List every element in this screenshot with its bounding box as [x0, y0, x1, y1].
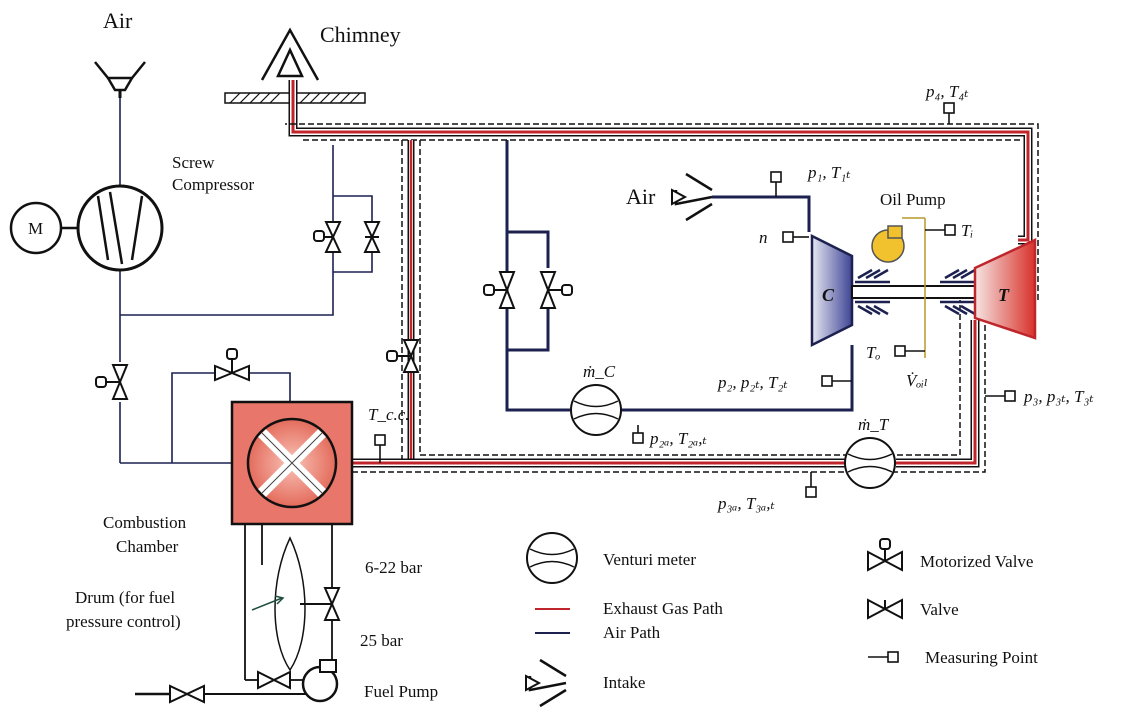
- drum-label-1: Drum (for fuel: [75, 588, 175, 607]
- combustion-label-2: Chamber: [116, 537, 179, 556]
- valve-icon: [257, 670, 291, 690]
- legend-measuring-point-label: Measuring Point: [925, 648, 1038, 667]
- valve-icon: [169, 684, 205, 704]
- measuring-points: [374, 102, 1016, 498]
- legend-valve-label: Valve: [920, 600, 959, 619]
- screw-label-1: Screw: [172, 153, 215, 172]
- shaft: [851, 268, 978, 316]
- voil-label: V̇ₒᵢₗ: [906, 371, 928, 390]
- fuel-pump: [301, 659, 339, 703]
- air-top-label: Air: [103, 8, 133, 33]
- pressure-pump-label: 25 bar: [360, 631, 403, 650]
- venturi-meter-compressor: [570, 384, 622, 436]
- legend-air-label: Air Path: [603, 623, 661, 642]
- compressor-air-loop: [505, 140, 854, 412]
- compressor-air-intake: [671, 172, 713, 222]
- legend-intake-icon: [525, 658, 567, 708]
- drum-label-2: pressure control): [66, 612, 181, 631]
- oil-pump: [871, 217, 926, 358]
- legend-measuring-point-icon: [868, 651, 899, 663]
- turbine-label: T: [998, 285, 1010, 305]
- legend-exhaust-label: Exhaust Gas Path: [603, 599, 723, 618]
- p3-p3t-t3t-label: p₃, p₃ₜ, T₃ₜ: [1023, 387, 1094, 406]
- motor-label: M: [28, 219, 43, 238]
- turbine: [973, 238, 1037, 340]
- combustion-chamber: [230, 400, 354, 526]
- legend-venturi-icon: [526, 532, 578, 584]
- p1-t1t-label: p₁, T₁ₜ: [807, 163, 851, 182]
- mc-label: ṁ_C: [583, 362, 616, 381]
- air-intake-top: [94, 61, 146, 98]
- motor: [9, 201, 78, 255]
- compressor: [810, 233, 854, 348]
- oil-pump-label: Oil Pump: [880, 190, 946, 209]
- legend-motorized-valve-label: Motorized Valve: [920, 552, 1033, 571]
- p2a-t2at-label: p₂ₐ, T₂ₐ,ₜ: [649, 429, 707, 448]
- venturi-meter-turbine: [844, 437, 896, 489]
- valves: [95, 221, 573, 704]
- ti-label: Tᵢ: [961, 221, 973, 240]
- exhaust-path: [285, 80, 1039, 473]
- tcc-label: T_c.c.: [368, 405, 410, 424]
- pressure-high-label: 6-22 bar: [365, 558, 422, 577]
- combustion-label-1: Combustion: [103, 513, 187, 532]
- p4-t4t-label: p₄, T₄ₜ: [925, 82, 969, 101]
- legend: [525, 532, 903, 708]
- p2-p2t-t2t-label: p₂, p₂ₜ, T₂ₜ: [717, 373, 788, 392]
- air-intake-label: Air: [626, 184, 656, 209]
- mt-label: ṁ_T: [858, 415, 890, 434]
- chimney-label: Chimney: [320, 22, 401, 47]
- screw-label-2: Compressor: [172, 175, 255, 194]
- to-label: Tₒ: [866, 343, 880, 362]
- legend-motorized-valve-icon: [867, 538, 903, 572]
- fuel-pump-label: Fuel Pump: [364, 682, 438, 701]
- n-label: n: [759, 228, 768, 247]
- compressor-label: C: [822, 285, 835, 305]
- screw-compressor: [76, 184, 164, 272]
- legend-venturi-label: Venturi meter: [603, 550, 696, 569]
- legend-intake-label: Intake: [603, 673, 645, 692]
- legend-valve-icon: [867, 598, 903, 620]
- p3a-t3at-label: p₃ₐ, T₃ₐ,ₜ: [717, 494, 775, 513]
